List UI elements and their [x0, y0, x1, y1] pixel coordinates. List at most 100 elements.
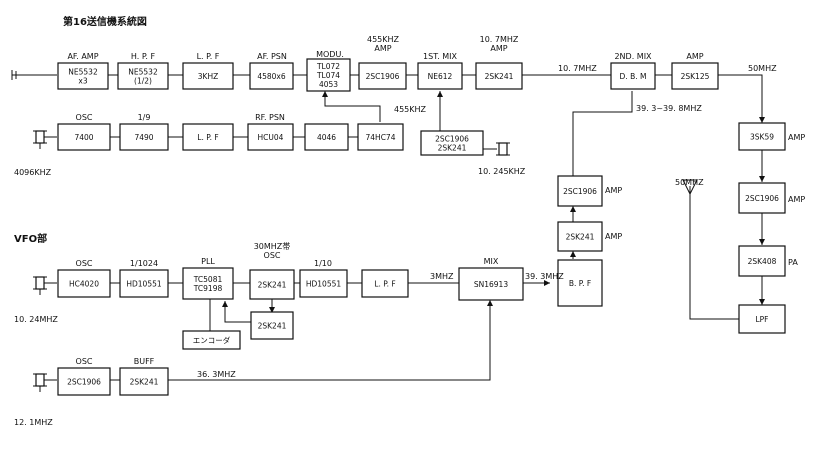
block-header-label: AF. PSN [257, 52, 287, 61]
block-osc30: 2SK241 [249, 269, 295, 300]
block-label: D. B. M [620, 72, 647, 81]
block-header-label: 455KHZ [367, 35, 400, 44]
signal-frequency-label: 4096KHZ [14, 168, 52, 177]
block-label: 7490 [134, 133, 153, 142]
block-osc12: 2SC1906 [57, 367, 111, 396]
block-header-label: AMP [374, 44, 391, 53]
block-header-label: OSC [264, 251, 281, 260]
block-lpf-out: LPF [738, 304, 786, 334]
block-b74hc74: 74HC74 [357, 123, 404, 151]
block-label: 4580x6 [257, 72, 286, 81]
block-label: 2SK241 [258, 281, 287, 290]
block-label: 2SK241 [130, 378, 159, 387]
block-box [557, 221, 603, 252]
block-label: 2SC1906 [67, 378, 101, 387]
block-label: HC4020 [69, 280, 99, 289]
block-box [458, 267, 524, 301]
signal-frequency-label: 10. 245KHZ [478, 167, 526, 176]
block-div10: HD10551 [299, 269, 348, 298]
block-header-label: AF. AMP [67, 52, 98, 61]
signal-frequency-label: 50MHZ [748, 64, 777, 73]
block-label: 2SC1906 [745, 194, 779, 203]
block-box [306, 58, 351, 92]
signal-frequency-label: 39. 3MHZ [525, 272, 564, 281]
block-lpf2: L. P. F [182, 123, 234, 151]
block-box [57, 62, 109, 90]
signal-frequency-label: 10. 24MHZ [14, 315, 58, 324]
block-header-label: 1/10 [314, 259, 332, 268]
block-box [420, 130, 484, 156]
arrowheads [222, 91, 765, 313]
block-label: NE612 [428, 72, 453, 81]
block-label: TL072 [316, 62, 340, 71]
signal-frequency-label: 10. 7MHZ [558, 64, 597, 73]
block-box [738, 304, 786, 334]
block-box [671, 62, 719, 90]
side-label: PA [788, 258, 798, 267]
block-header-label: 10. 7MHZ [480, 35, 519, 44]
block-label: 7400 [74, 133, 93, 142]
block-header-label: AMP [686, 52, 703, 61]
block-label: HCU04 [258, 133, 284, 142]
block-box [557, 175, 603, 207]
block-header-label: 1/9 [138, 113, 151, 122]
block-label: 2SK241 [258, 322, 287, 331]
block-buff: 2SK241 [119, 367, 169, 396]
signal-frequency-label: 50MHZ [675, 178, 704, 187]
block-box [250, 311, 294, 340]
block-header-label: RF. PSN [255, 113, 285, 122]
block-box [57, 123, 111, 151]
block-vfo-mix: SN16913 [458, 267, 524, 301]
block-label: TC5081 [193, 275, 223, 284]
block-label: 2SC1906 [563, 187, 597, 196]
block-header-label: H. P. F [131, 52, 156, 61]
block-header-label: 1/1024 [130, 259, 158, 268]
block-label: LPF [755, 315, 768, 324]
block-div9: 7490 [119, 123, 169, 151]
block-box [182, 123, 234, 151]
block-box [475, 62, 523, 90]
block-label: L. P. F [197, 133, 218, 142]
block-label: 2SC1906 [435, 135, 469, 144]
block-label: TC9198 [193, 284, 223, 293]
block-label: HD10551 [306, 280, 342, 289]
block-rf-psn: HCU04 [247, 123, 294, 151]
block-amp107: 2SK241 [475, 62, 523, 90]
block-vfo-div: HD10551 [119, 269, 169, 298]
block-box [738, 182, 786, 214]
block-box [361, 269, 409, 298]
antenna-icon [682, 179, 698, 196]
block-box [417, 62, 463, 90]
block-label: エンコーダ [193, 335, 231, 345]
block-header-label: 30MHZ帯 [254, 241, 291, 251]
block-box [182, 62, 234, 90]
block-box [249, 269, 295, 300]
block-label: 2SK241 [485, 72, 514, 81]
block-mix1: NE612 [417, 62, 463, 90]
block-box [304, 123, 349, 151]
block-box [119, 367, 169, 396]
block-header-label: MIX [484, 257, 499, 266]
block-box [299, 269, 348, 298]
block-encoder: エンコーダ [182, 330, 241, 350]
block-header-label: L. P. F [197, 52, 220, 61]
crystal-icon [33, 276, 47, 295]
block-header-label: 1ST. MIX [423, 52, 457, 61]
block-amp-2sk-mid: 2SK241 [557, 221, 603, 252]
side-label: AMP [788, 133, 805, 142]
block-header-label: 2ND. MIX [614, 52, 652, 61]
block-amp455: 2SC1906 [358, 62, 407, 90]
block-lpf1: 3KHZ [182, 62, 234, 90]
block-amp-top: 2SK125 [671, 62, 719, 90]
block-af-psn: 4580x6 [249, 62, 294, 90]
block-label: 2SK241 [566, 233, 595, 242]
block-box [182, 330, 241, 350]
block-label: NE5532 [128, 68, 158, 77]
block-header-label: AMP [490, 44, 507, 53]
block-label: B. P. F [569, 279, 591, 288]
block-amp-3sk59: 3SK59 [738, 122, 786, 151]
